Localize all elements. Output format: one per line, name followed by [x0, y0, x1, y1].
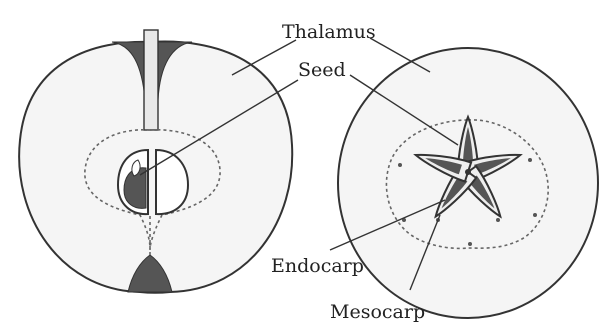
thalamus-leader-left: [232, 40, 296, 75]
transverse-section: [338, 48, 598, 318]
label-thalamus: Thalamus: [282, 21, 376, 43]
stalk: [144, 30, 158, 130]
label-seed: Seed: [298, 59, 346, 81]
core-center: [465, 169, 471, 175]
longitudinal-section: [19, 30, 292, 293]
label-endocarp: Endocarp: [271, 255, 364, 277]
label-mesocarp: Mesocarp: [330, 301, 425, 323]
